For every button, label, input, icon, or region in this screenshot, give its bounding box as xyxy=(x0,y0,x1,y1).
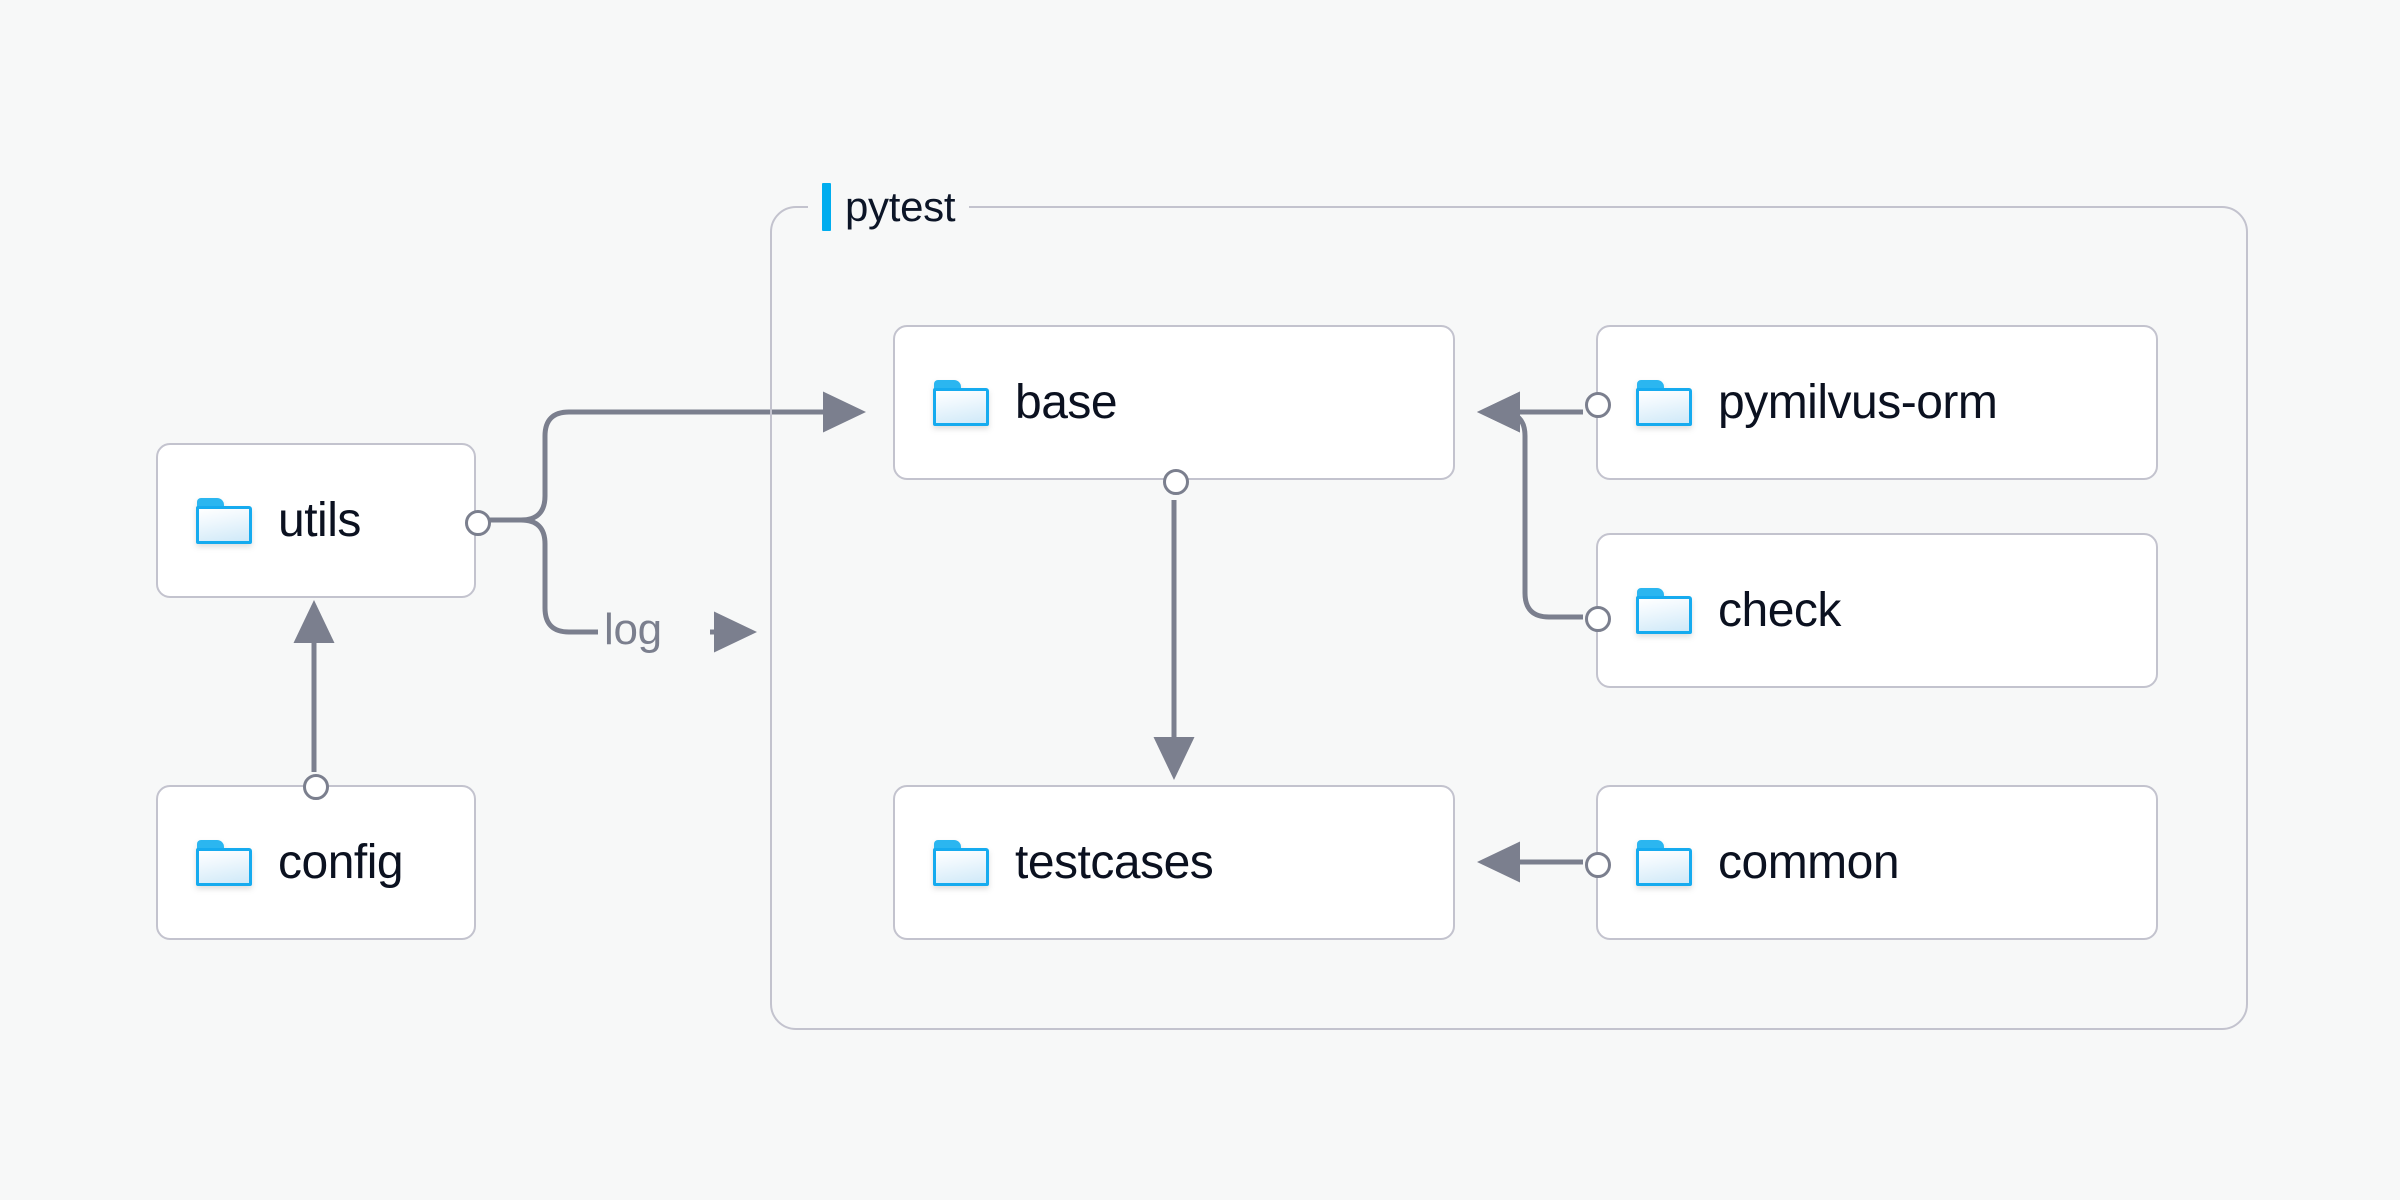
node-common[interactable]: common xyxy=(1585,785,2158,940)
folder-icon xyxy=(1636,379,1692,426)
node-label-base: base xyxy=(1015,375,1118,429)
node-base[interactable]: base xyxy=(893,325,1455,495)
port-pymilvus-orm-left[interactable] xyxy=(1585,391,1611,418)
pytest-group-container[interactable] xyxy=(770,206,2248,1030)
node-label-utils: utils xyxy=(278,493,361,547)
folder-icon xyxy=(196,497,252,544)
node-config[interactable]: config xyxy=(156,774,476,940)
group-title-text: pytest xyxy=(845,183,956,230)
node-label-check: check xyxy=(1718,583,1841,637)
port-utils-right[interactable] xyxy=(465,509,491,536)
folder-icon xyxy=(933,839,989,886)
node-label-pymilvus-orm: pymilvus-orm xyxy=(1718,375,1998,429)
edge-utils-to-pytest-log xyxy=(487,517,598,635)
port-common-left[interactable] xyxy=(1585,851,1611,878)
group-accent-bar xyxy=(822,183,831,231)
pytest-group-label: pytest xyxy=(808,180,970,234)
node-check[interactable]: check xyxy=(1585,533,2158,688)
node-label-testcases: testcases xyxy=(1015,835,1214,889)
folder-icon xyxy=(1636,587,1692,634)
folder-icon xyxy=(933,379,989,426)
node-utils[interactable]: utils xyxy=(156,443,491,598)
edge-label-log: log xyxy=(604,605,662,654)
node-label-config: config xyxy=(278,835,404,889)
node-label-common: common xyxy=(1718,835,1900,889)
node-pymilvus-orm[interactable]: pymilvus-orm xyxy=(1585,325,2158,480)
node-testcases[interactable]: testcases xyxy=(893,785,1455,940)
folder-icon xyxy=(196,839,252,886)
port-base-bottom[interactable] xyxy=(1163,469,1189,495)
port-check-left[interactable] xyxy=(1585,606,1611,632)
folder-icon xyxy=(1636,839,1692,886)
port-config-top[interactable] xyxy=(303,774,329,800)
